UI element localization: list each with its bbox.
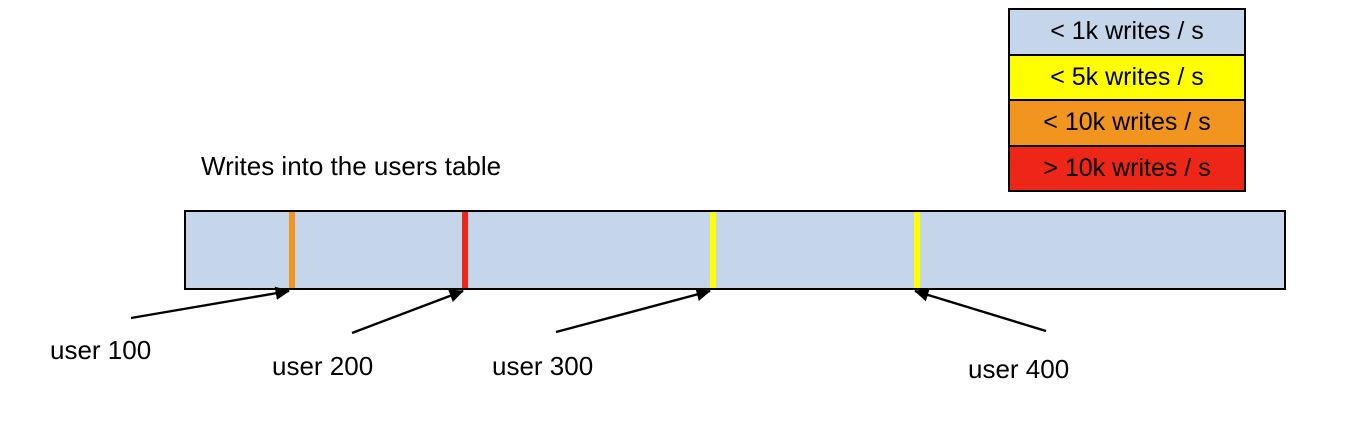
label-user-400: user 400 <box>968 354 1070 384</box>
legend-label-4: > 10k writes / s <box>1043 153 1211 182</box>
marker-stripe-user-400 <box>914 212 920 288</box>
legend-label-2: < 5k writes / s <box>1050 62 1204 91</box>
marker-stripe-user-100 <box>289 212 295 288</box>
arrow-user-100 <box>130 286 290 320</box>
legend-row-2: < 5k writes / s <box>1010 55 1244 101</box>
chart-title: Writes into the users table <box>201 151 502 181</box>
marker-stripe-user-200 <box>462 212 468 288</box>
marker-stripe-user-300 <box>710 212 716 288</box>
legend-row-3: < 10k writes / s <box>1010 101 1244 147</box>
arrow-user-200 <box>351 289 464 335</box>
label-user-100: user 100 <box>50 335 152 365</box>
legend-label-3: < 10k writes / s <box>1043 108 1211 137</box>
legend-label-1: < 1k writes / s <box>1050 17 1204 46</box>
legend-row-1: < 1k writes / s <box>1010 10 1244 56</box>
users-table-bar <box>184 210 1286 290</box>
legend: < 1k writes / s < 5k writes / s < 10k wr… <box>1008 8 1246 192</box>
label-user-200: user 200 <box>272 351 374 381</box>
arrow-user-300 <box>555 287 711 334</box>
arrow-user-400 <box>914 288 1047 333</box>
legend-row-4: > 10k writes / s <box>1010 146 1244 190</box>
label-user-300: user 300 <box>492 351 594 381</box>
